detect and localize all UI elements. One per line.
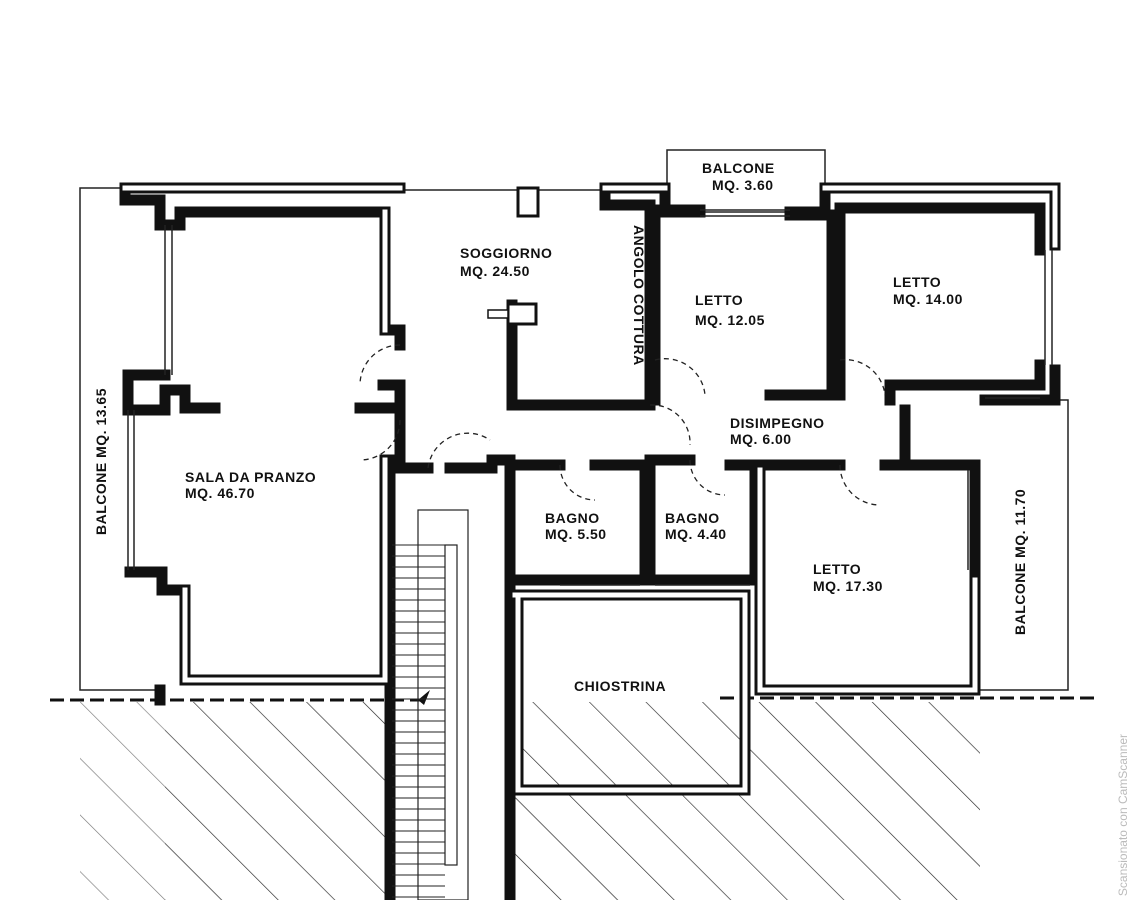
soggiorno-name: SOGGIORNO [460,245,552,261]
letto-2-area: MQ. 14.00 [893,291,963,307]
windows [127,209,1053,586]
staircase[interactable] [392,509,469,900]
bagno-2-name: BAGNO [665,510,720,526]
letto-3-area: MQ. 17.30 [813,578,883,594]
bagno-1-area: MQ. 5.50 [545,526,607,542]
bagno-1-name: BAGNO [545,510,600,526]
letto-1-area: MQ. 12.05 [695,312,765,328]
letto-1-name: LETTO [695,292,743,308]
letto-2-name: LETTO [893,274,941,290]
chiostrina-label: CHIOSTRINA [574,678,666,694]
bagno-2-area: MQ. 4.40 [665,526,727,542]
walls [119,182,1061,900]
balcone-top-name: BALCONE [702,160,775,176]
balcone-left-label: BALCONE MQ. 13.65 [93,388,109,535]
balcone-right-label: BALCONE MQ. 11.70 [1012,489,1028,635]
property-line [50,696,1095,702]
sala-pranzo-area: MQ. 46.70 [185,485,255,501]
angolo-cottura-label: ANGOLO COTTURA [631,225,647,366]
disimpegno-name: DISIMPEGNO [730,415,824,431]
sala-pranzo-name: SALA DA PRANZO [185,469,316,485]
letto-3-name: LETTO [813,561,861,577]
watermark: Scansionato con CamScanner [1116,733,1130,896]
soggiorno-area: MQ. 24.50 [460,263,530,279]
disimpegno-area: MQ. 6.00 [730,431,792,447]
room-labels: BALCONE MQ. 3.60 SOGGIORNO MQ. 24.50 ANG… [93,160,1028,694]
hatched-area [80,702,980,900]
door-swings [359,344,886,506]
balcone-top-area: MQ. 3.60 [712,177,774,193]
balcony-outlines [79,149,1069,691]
